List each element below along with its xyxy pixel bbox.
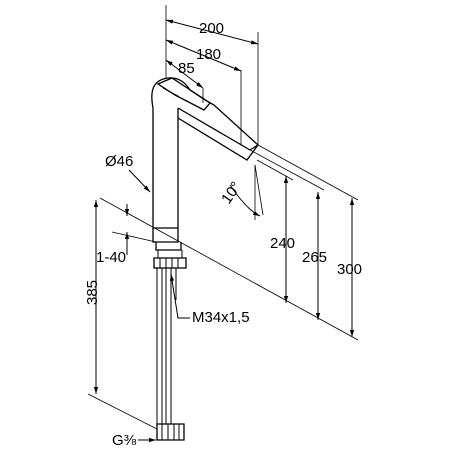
diameter-leader	[128, 169, 151, 193]
dim-label-240: 240	[270, 235, 295, 252]
left-dimension-lines	[87, 200, 158, 430]
dim-label-300: 300	[337, 261, 362, 278]
faucet-body	[151, 77, 260, 441]
dim-label-1-40: 1-40	[96, 249, 126, 266]
thread-callouts	[138, 273, 190, 443]
dim-label-g38: G⅜	[112, 432, 137, 449]
dim-label-180: 180	[196, 46, 221, 63]
dim-label-200: 200	[199, 20, 224, 37]
height-dimension-lines	[99, 144, 359, 341]
angle-indicator	[229, 164, 264, 220]
dim-label-diameter: Ø46	[105, 153, 133, 170]
dim-label-m34: M34x1,5	[192, 309, 250, 326]
dim-label-265: 265	[302, 249, 327, 266]
top-dimension-lines	[165, 5, 259, 145]
dim-label-angle: 10°	[218, 179, 245, 207]
dim-label-385: 385	[84, 280, 101, 305]
dim-label-85: 85	[178, 60, 195, 77]
